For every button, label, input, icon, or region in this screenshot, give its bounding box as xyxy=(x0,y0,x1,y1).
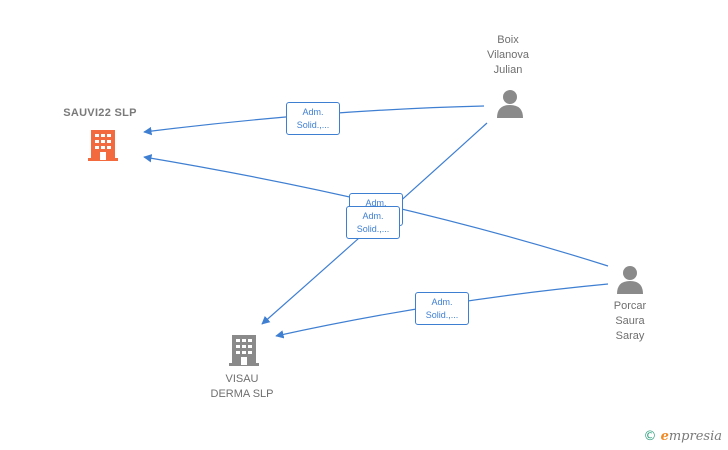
building-icon[interactable] xyxy=(229,333,259,367)
company-label-sauvi22[interactable]: SAUVI22 SLP xyxy=(63,107,137,119)
person-icon[interactable] xyxy=(615,264,645,294)
edge-label[interactable]: Adm. Solid.,... xyxy=(346,206,400,239)
company-label-visau[interactable]: VISAU DERMA SLP xyxy=(210,373,274,400)
brand-logo: © empresia xyxy=(643,429,722,444)
person-icon[interactable] xyxy=(495,88,525,118)
person-label-boix[interactable]: Boix Vilanova Julian xyxy=(487,34,529,76)
copyright-icon: © xyxy=(643,429,657,444)
person-label-porcar[interactable]: Porcar Saura Saray xyxy=(613,300,647,342)
building-icon[interactable] xyxy=(88,128,118,162)
brand-name: mpresia xyxy=(668,429,722,444)
brand-initial: e xyxy=(660,429,669,444)
edge-label[interactable]: Adm. Solid.,... xyxy=(415,292,469,325)
edge-label[interactable]: Adm. Solid.,... xyxy=(286,102,340,135)
